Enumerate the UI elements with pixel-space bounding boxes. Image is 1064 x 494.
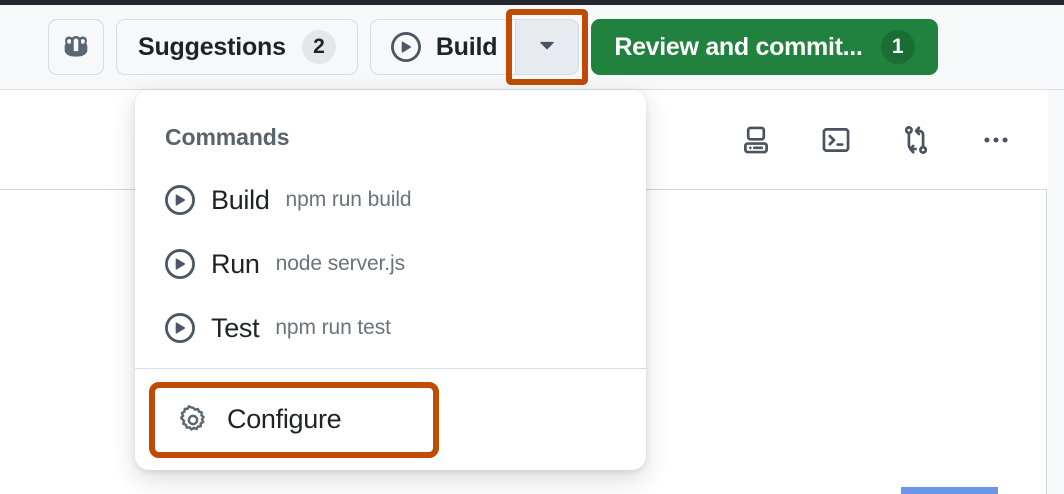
device-desktop-icon[interactable] — [735, 119, 777, 161]
build-button[interactable]: Build — [369, 19, 516, 75]
play-circle-icon — [165, 249, 195, 279]
menu-item-label: Build — [211, 184, 270, 215]
build-button-label: Build — [435, 32, 498, 61]
menu-item-run[interactable]: Run node server.js — [135, 232, 646, 296]
menu-footer: Configure — [135, 369, 646, 470]
menu-item-test[interactable]: Test npm run test — [135, 296, 646, 360]
build-dropdown-toggle[interactable] — [515, 19, 580, 75]
menu-item-build[interactable]: Build npm run build — [135, 168, 646, 232]
configure-label: Configure — [227, 404, 342, 434]
suggestions-label: Suggestions — [138, 32, 286, 61]
menu-divider — [135, 368, 646, 369]
suggestions-button[interactable]: Suggestions 2 — [116, 19, 358, 75]
menu-item-label: Test — [211, 312, 260, 343]
bottom-scrollbar-thumb[interactable] — [901, 487, 998, 494]
menu-item-command: npm run test — [275, 316, 391, 339]
menu-section-title: Commands — [165, 124, 290, 150]
review-count-badge: 1 — [880, 30, 915, 64]
review-and-commit-label: Review and commit... — [614, 32, 863, 61]
play-circle-icon — [390, 32, 421, 62]
window-top-strip — [0, 0, 1064, 5]
right-scrollbar-track[interactable] — [1048, 90, 1064, 494]
terminal-icon[interactable] — [815, 119, 857, 161]
play-circle-icon — [165, 313, 195, 343]
menu-item-command: node server.js — [275, 252, 405, 275]
suggestions-count-badge: 2 — [301, 30, 336, 64]
copilot-button[interactable] — [48, 19, 104, 75]
git-pull-request-icon[interactable] — [895, 119, 937, 161]
copilot-icon — [59, 30, 93, 64]
menu-item-command: npm run build — [285, 188, 412, 211]
gear-icon — [177, 404, 209, 436]
build-split-button: Build — [369, 9, 589, 85]
editor-toolbar: Suggestions 2 Build — [0, 5, 1064, 90]
menu-item-list: Build npm run build Run node server.js — [135, 168, 646, 360]
menu-item-label: Run — [211, 248, 260, 279]
commands-dropdown-menu: Commands Build npm run build — [135, 90, 646, 470]
review-and-commit-button[interactable]: Review and commit... 1 — [591, 19, 938, 75]
play-circle-icon — [165, 185, 195, 215]
menu-item-configure[interactable]: Configure — [149, 381, 439, 458]
kebab-horizontal-icon[interactable] — [975, 119, 1017, 161]
chevron-down-icon — [536, 34, 558, 61]
